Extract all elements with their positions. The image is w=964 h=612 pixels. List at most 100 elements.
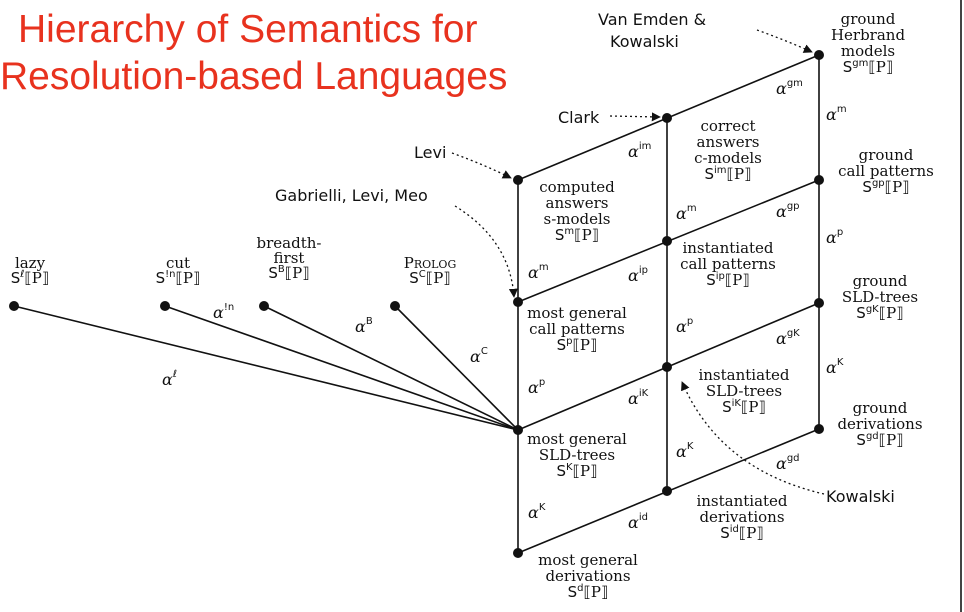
node-dot-L3	[513, 297, 523, 307]
edge-cut-L2	[164, 305, 519, 431]
node-text-inst_call-0: instantiated	[682, 239, 773, 257]
node-semantics-cut: S!n⟦P⟧	[156, 269, 201, 287]
node-labels: groundHerbrandmodelsSgm⟦P⟧correctanswers…	[11, 10, 934, 601]
node-dot-M4	[662, 113, 672, 123]
node-text-mg_sld-0: most general	[527, 430, 627, 448]
node-dot-cut	[160, 301, 170, 311]
node-semantics-lazy: Sℓ⟦P⟧	[11, 269, 50, 287]
node-dot-L2	[513, 425, 523, 435]
alpha-label-K_right: αK	[826, 357, 844, 377]
alpha-label-prolog: αC	[470, 346, 488, 366]
alpha-label-gK: αgK	[776, 328, 800, 348]
alpha-label-im: αim	[628, 141, 651, 161]
alpha-label-breadth: αB	[355, 316, 373, 336]
node-text-mg_sld-1: SLD-trees	[539, 446, 615, 464]
alpha-label-cut: α!n	[213, 302, 234, 322]
abstraction-labels: αgmαmαimαgpαmαpαipαmαgKαpαKαiKαpαgdαKαid…	[162, 78, 847, 532]
node-text-prolog-0: Prolog	[404, 254, 457, 272]
title-line-1: Hierarchy of Semantics for	[18, 8, 478, 51]
node-text-mg_call-0: most general	[527, 304, 627, 322]
node-semantics-mg_call: Sp⟦P⟧	[557, 336, 598, 354]
annotation-clark: Clark	[558, 108, 600, 127]
annotation-pointers	[451, 29, 825, 495]
edge-prolog-L2	[394, 305, 519, 431]
node-text-inst_call-1: call patterns	[680, 255, 776, 273]
node-semantics-mg_deriv: Sd⟦P⟧	[568, 583, 609, 601]
alpha-label-p_right: αp	[826, 227, 843, 247]
node-text-ground_deriv-0: ground	[853, 399, 908, 417]
annotation-gabrielli: Gabrielli, Levi, Meo	[275, 186, 428, 205]
node-semantics-computed_answers: Sm⟦P⟧	[555, 226, 599, 244]
node-semantics-inst_sld: SiK⟦P⟧	[722, 398, 766, 416]
alpha-label-gp: αgp	[776, 201, 800, 221]
node-semantics-inst_call: Sip⟦P⟧	[706, 271, 750, 289]
annotation-kowalski: Kowalski	[826, 487, 895, 506]
alpha-label-m_mid: αm	[676, 203, 697, 223]
alpha-label-p_mid: αp	[676, 316, 693, 336]
node-text-inst_deriv-1: derivations	[699, 508, 784, 526]
alpha-label-gm: αgm	[776, 78, 803, 98]
alpha-label-lazy: αℓ	[162, 369, 177, 389]
node-text-breadth-0: breadth-	[257, 234, 322, 252]
node-text-mg_deriv-0: most general	[538, 551, 638, 569]
node-semantics-breadth: SB⟦P⟧	[268, 264, 309, 282]
node-text-ground_call-0: ground	[859, 146, 914, 164]
annotation-van-emden-line-1: Kowalski	[610, 32, 679, 51]
annotation-van-emden-line-0: Van Emden &	[598, 10, 706, 29]
node-dot-breadth	[259, 301, 269, 311]
node-semantics-ground_deriv: Sgd⟦P⟧	[856, 431, 903, 449]
edge-breadth-L2	[263, 305, 519, 431]
node-dot-lazy	[9, 301, 19, 311]
pointer-van-emden	[756, 29, 813, 53]
node-dot-L4	[513, 175, 523, 185]
alpha-label-m_left: αm	[528, 262, 549, 282]
node-text-lazy-0: lazy	[15, 254, 46, 272]
node-dot-R1	[814, 424, 824, 434]
pointer-gabrielli	[454, 205, 518, 298]
node-text-ground_sld-0: ground	[853, 272, 908, 290]
node-dot-R4	[814, 50, 824, 60]
node-semantics-correct_answers: Sim⟦P⟧	[704, 165, 751, 183]
node-dot-M1	[662, 486, 672, 496]
node-semantics-ground_herbrand: Sgm⟦P⟧	[843, 58, 894, 76]
node-text-ground_herbrand-2: models	[841, 42, 895, 60]
node-text-ground_herbrand-0: ground	[841, 10, 896, 28]
node-text-breadth-1: first	[274, 249, 305, 267]
pointer-kowalski	[681, 381, 825, 495]
alpha-label-p_left: αp	[528, 377, 545, 397]
nodes	[9, 50, 824, 558]
node-semantics-ground_sld: SgK⟦P⟧	[856, 304, 903, 322]
alpha-label-ip: αip	[628, 265, 648, 285]
node-text-inst_sld-0: instantiated	[698, 366, 789, 384]
alpha-label-K_mid: αK	[676, 441, 694, 461]
pointer-clark	[609, 112, 661, 122]
alpha-label-gd: αgd	[776, 453, 800, 473]
node-text-ground_sld-1: SLD-trees	[842, 288, 918, 306]
annotation-van-emden-kowalski: Van Emden & Kowalski	[598, 10, 706, 51]
node-text-cut-0: cut	[166, 254, 190, 272]
alpha-label-iK: αiK	[628, 388, 649, 408]
node-text-correct_answers-2: c-models	[694, 149, 762, 167]
edge-lazy-L2	[13, 305, 519, 431]
alpha-label-id: αid	[628, 512, 648, 532]
node-text-computed_answers-2: s-models	[544, 210, 611, 228]
annotation-levi: Levi	[414, 143, 446, 162]
node-semantics-ground_call: Sgp⟦P⟧	[862, 178, 909, 196]
node-text-inst_sld-1: SLD-trees	[706, 382, 782, 400]
node-text-correct_answers-1: answers	[697, 133, 760, 151]
node-text-mg_call-1: call patterns	[529, 320, 625, 338]
node-dot-M3	[662, 236, 672, 246]
node-dot-prolog	[390, 301, 400, 311]
alpha-label-K_left: αK	[528, 502, 546, 522]
